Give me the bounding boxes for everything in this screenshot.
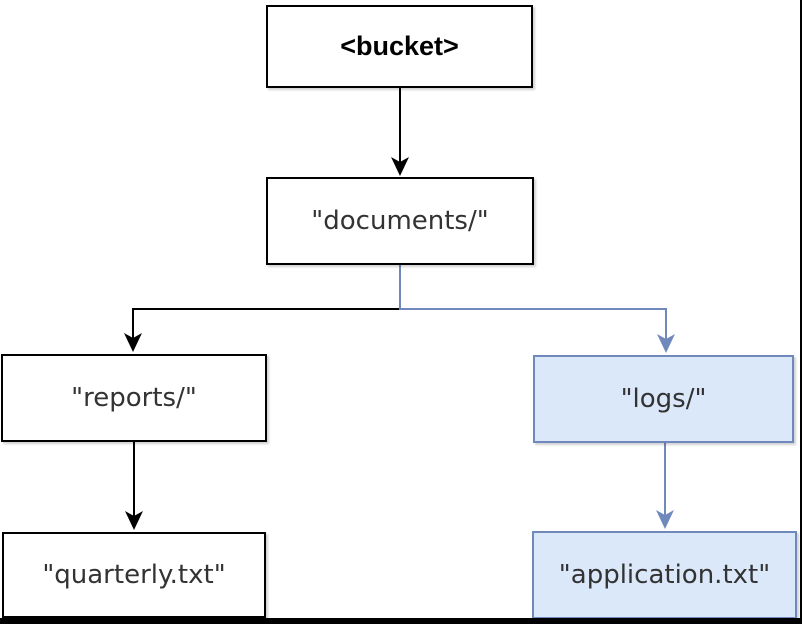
node-bucket-label: <bucket> [340, 31, 459, 61]
node-application-object: "application.txt" [532, 531, 797, 619]
edge-logs-application [656, 443, 674, 529]
node-reports-label: "reports/" [71, 383, 197, 413]
figure-border-right [800, 0, 802, 624]
edge-documents-logs [399, 265, 675, 353]
node-documents-label: "documents/" [311, 206, 489, 236]
node-reports-prefix: "reports/" [1, 354, 267, 442]
node-bucket: <bucket> [266, 5, 533, 88]
node-application-label: "application.txt" [558, 560, 771, 590]
edge-bucket-documents [391, 88, 409, 176]
edge-documents-reports [124, 265, 401, 352]
figure-border-bottom [0, 618, 802, 624]
node-quarterly-label: "quarterly.txt" [42, 560, 226, 590]
edge-reports-quarterly [125, 442, 143, 530]
node-logs-label: "logs/" [620, 384, 707, 414]
node-quarterly-object: "quarterly.txt" [2, 532, 266, 618]
node-documents-prefix: "documents/" [266, 177, 534, 265]
node-logs-prefix: "logs/" [533, 355, 794, 443]
